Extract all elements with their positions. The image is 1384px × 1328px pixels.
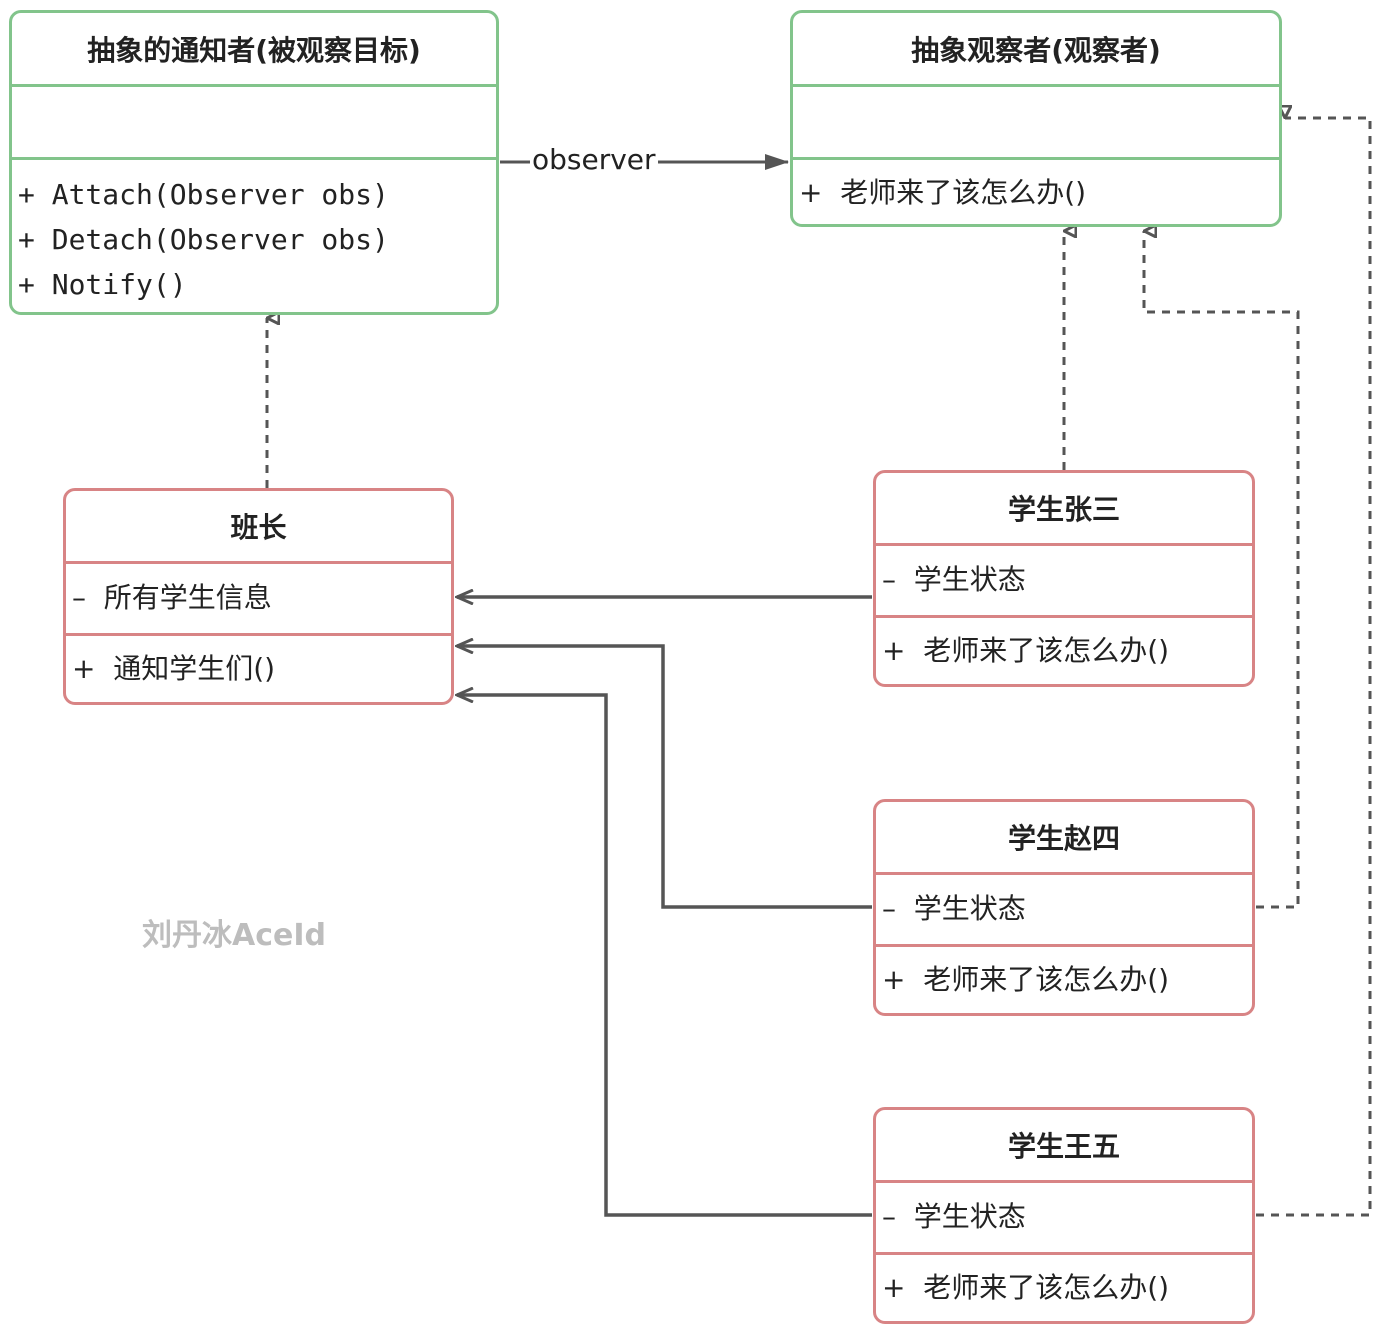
- monitor-attribute: – 所有学生信息: [72, 581, 272, 614]
- observer-title: 抽象观察者(观察者): [911, 33, 1161, 67]
- monitor-title: 班长: [230, 511, 287, 544]
- realization-zhao: [1142, 231, 1300, 909]
- watermark: 刘丹冰AceId: [142, 918, 326, 953]
- student-methods: + 老师来了该怎么办(): [876, 615, 1252, 684]
- monitor-method: + 通知学生们(): [72, 652, 276, 685]
- realization-wang: [1256, 118, 1372, 1217]
- observer-methods: + 老师来了该怎么办(): [793, 157, 1279, 224]
- association-label: observer: [530, 143, 658, 176]
- student-method: + 老师来了该怎么办(): [882, 963, 1170, 996]
- student-attributes: – 学生状态: [876, 1180, 1252, 1252]
- subject-class[interactable]: 抽象的通知者(被观察目标) + Attach(Observer obs) + D…: [9, 10, 499, 315]
- subject-attributes: [12, 84, 496, 157]
- observer-class[interactable]: 抽象观察者(观察者) + 老师来了该怎么办(): [790, 10, 1282, 227]
- student-attributes: – 学生状态: [876, 872, 1252, 944]
- student-title: 学生赵四: [1007, 822, 1120, 855]
- student-attribute: – 学生状态: [882, 892, 1026, 925]
- student-title: 学生张三: [1007, 493, 1120, 526]
- monitor-class[interactable]: 班长 – 所有学生信息 + 通知学生们(): [63, 488, 454, 705]
- student-attribute: – 学生状态: [882, 563, 1026, 596]
- student-zhao-class[interactable]: 学生赵四 – 学生状态 + 老师来了该怎么办(): [873, 799, 1255, 1016]
- subject-methods: + Attach(Observer obs) + Detach(Observer…: [12, 157, 496, 312]
- student-attribute: – 学生状态: [882, 1200, 1026, 1233]
- student-method: + 老师来了该怎么办(): [882, 1271, 1170, 1304]
- student-title: 学生王五: [1007, 1130, 1120, 1163]
- subject-method: + Attach(Observer obs): [18, 178, 389, 211]
- association-wang-monitor: [457, 695, 872, 1217]
- student-methods: + 老师来了该怎么办(): [876, 1252, 1252, 1321]
- subject-method: + Detach(Observer obs): [18, 223, 389, 256]
- association-zhao-monitor: [457, 646, 872, 909]
- monitor-attributes: – 所有学生信息: [66, 561, 451, 633]
- monitor-methods: + 通知学生们(): [66, 633, 451, 702]
- subject-title: 抽象的通知者(被观察目标): [87, 33, 421, 67]
- student-attributes: – 学生状态: [876, 543, 1252, 615]
- student-method: + 老师来了该怎么办(): [882, 634, 1170, 667]
- student-methods: + 老师来了该怎么办(): [876, 944, 1252, 1013]
- observer-attributes: [793, 84, 1279, 157]
- student-wang-class[interactable]: 学生王五 – 学生状态 + 老师来了该怎么办(): [873, 1107, 1255, 1324]
- observer-method: + 老师来了该怎么办(): [799, 176, 1087, 209]
- subject-method: + Notify(): [18, 268, 187, 301]
- student-zhang-class[interactable]: 学生张三 – 学生状态 + 老师来了该怎么办(): [873, 470, 1255, 687]
